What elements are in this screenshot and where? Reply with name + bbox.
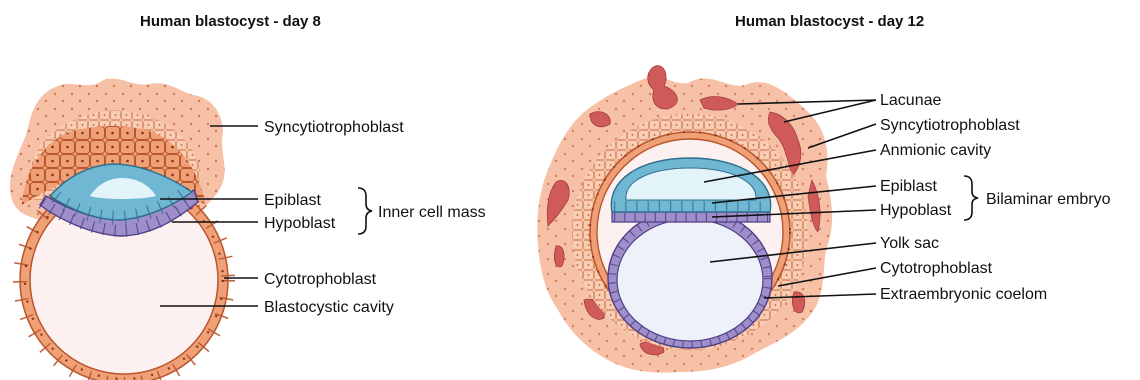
- day8-title: Human blastocyst - day 8: [140, 13, 321, 30]
- day8-label-syncytiotrophoblast: Syncytiotrophoblast: [264, 119, 404, 136]
- day8-label-blastocystic-cavity: Blastocystic cavity: [264, 299, 394, 316]
- lacuna: [554, 246, 564, 267]
- day12-label-epiblast: Epiblast: [880, 178, 937, 195]
- day12-brace: [964, 176, 978, 220]
- day12-label-bilaminar-embryo: Bilaminar embryo: [986, 191, 1111, 208]
- day12-yolk-sac: [617, 219, 763, 341]
- day8-label-hypoblast: Hypoblast: [264, 215, 336, 232]
- day12-label-amniotic-cavity: Anmionic cavity: [880, 142, 991, 159]
- day8-label-inner-cell-mass: Inner cell mass: [378, 204, 486, 221]
- lacuna: [792, 292, 804, 313]
- day12-label-syncytiotrophoblast: Syncytiotrophoblast: [880, 117, 1020, 134]
- day12-label-extraembryonic-coelom: Extraembryonic coelom: [880, 286, 1047, 303]
- day8-label-cytotrophoblast: Cytotrophoblast: [264, 271, 377, 288]
- day8-brace: [358, 188, 372, 234]
- day8-blastocyst: Human blastocyst - day 8 Syncytiotrophob…: [10, 13, 486, 380]
- day12-title: Human blastocyst - day 12: [735, 13, 924, 30]
- day12-label-yolk-sac: Yolk sac: [880, 235, 939, 252]
- day12-hypoblast: [612, 212, 770, 222]
- day12-label-cytotrophoblast: Cytotrophoblast: [880, 260, 993, 277]
- day12-label-lacunae: Lacunae: [880, 92, 941, 109]
- day8-label-epiblast: Epiblast: [264, 192, 321, 209]
- day12-label-hypoblast: Hypoblast: [880, 202, 952, 219]
- day12-blastocyst: Human blastocyst - day 12: [537, 13, 1110, 373]
